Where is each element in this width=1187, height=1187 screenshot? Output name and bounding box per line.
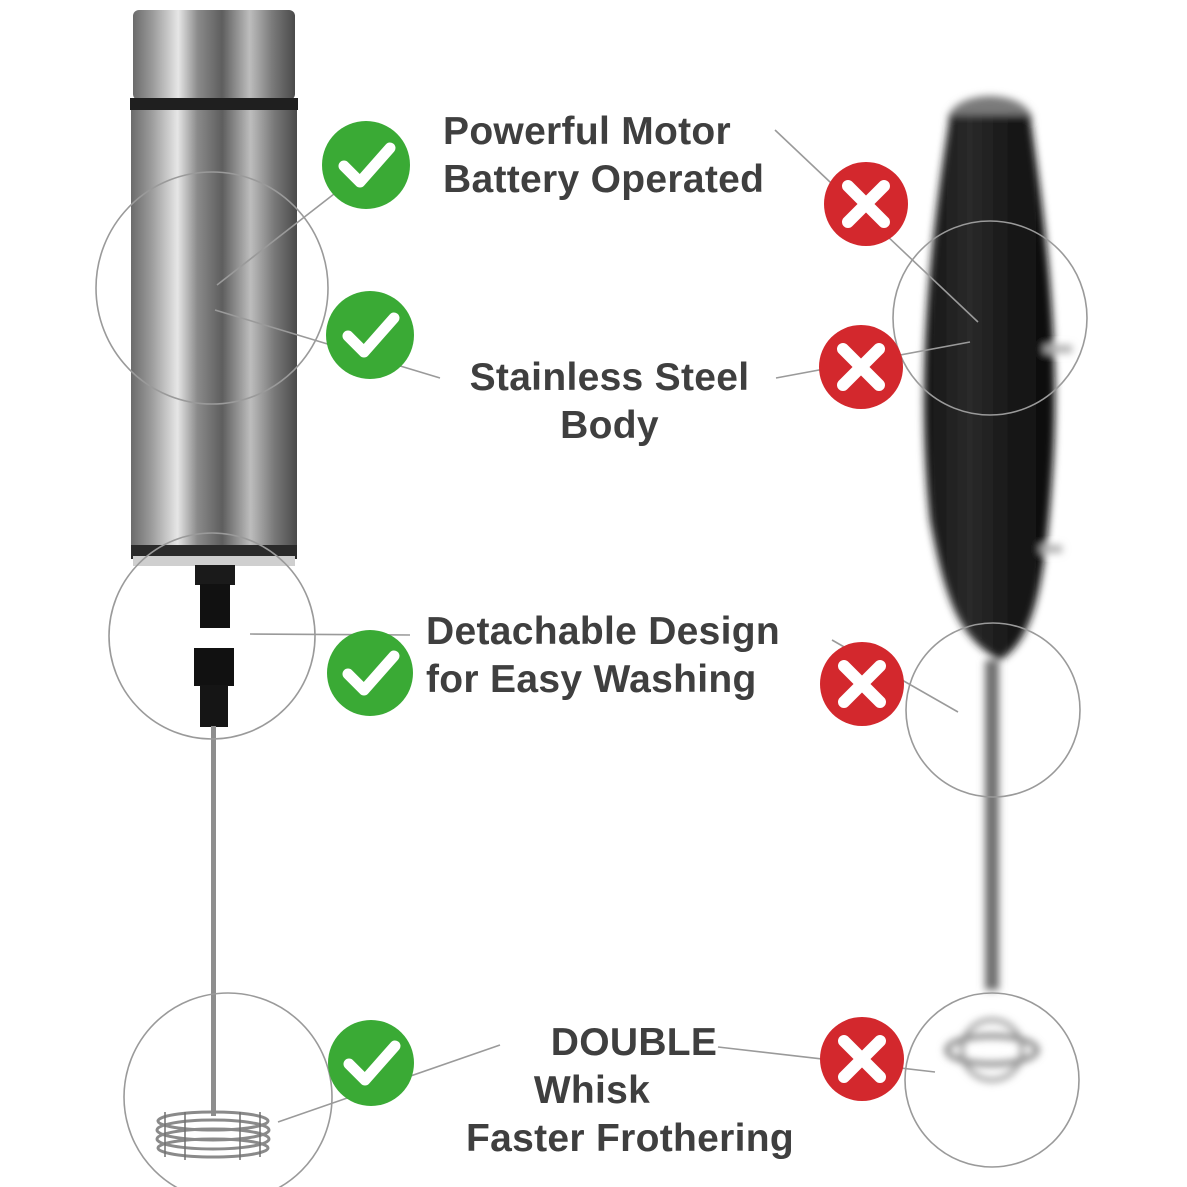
feature-line: Powerful Motor (443, 110, 732, 153)
feature-label-body: Stainless Steel Body (452, 354, 767, 450)
feature-line: Stainless Steel (469, 356, 750, 399)
competitor-frother (923, 96, 1072, 1082)
feature-line: DOUBLE (550, 1021, 718, 1064)
feature-line: Whisk (533, 1069, 651, 1112)
check-icon (326, 291, 414, 379)
cross-icon (820, 642, 904, 726)
callout-circles (95, 171, 1088, 1187)
feature-line: Body (560, 404, 659, 447)
cross-icon (824, 162, 908, 246)
feature-label-whisk: DOUBLE Whisk Faster Frothering (440, 1019, 820, 1163)
feature-line: Battery Operated (443, 158, 765, 201)
feature-line: Faster Frothering (466, 1117, 794, 1160)
check-icon (328, 1020, 414, 1106)
check-icon (327, 630, 413, 716)
cross-icon (820, 1017, 904, 1101)
steel-frother (130, 10, 298, 1160)
cross-icon (819, 325, 903, 409)
feature-line: for Easy Washing (426, 658, 757, 701)
feature-label-motor: Powerful Motor Battery Operated (443, 108, 764, 204)
feature-label-detachable: Detachable Design for Easy Washing (426, 608, 780, 704)
feature-line: Detachable Design (426, 610, 781, 653)
check-icon (322, 121, 410, 209)
